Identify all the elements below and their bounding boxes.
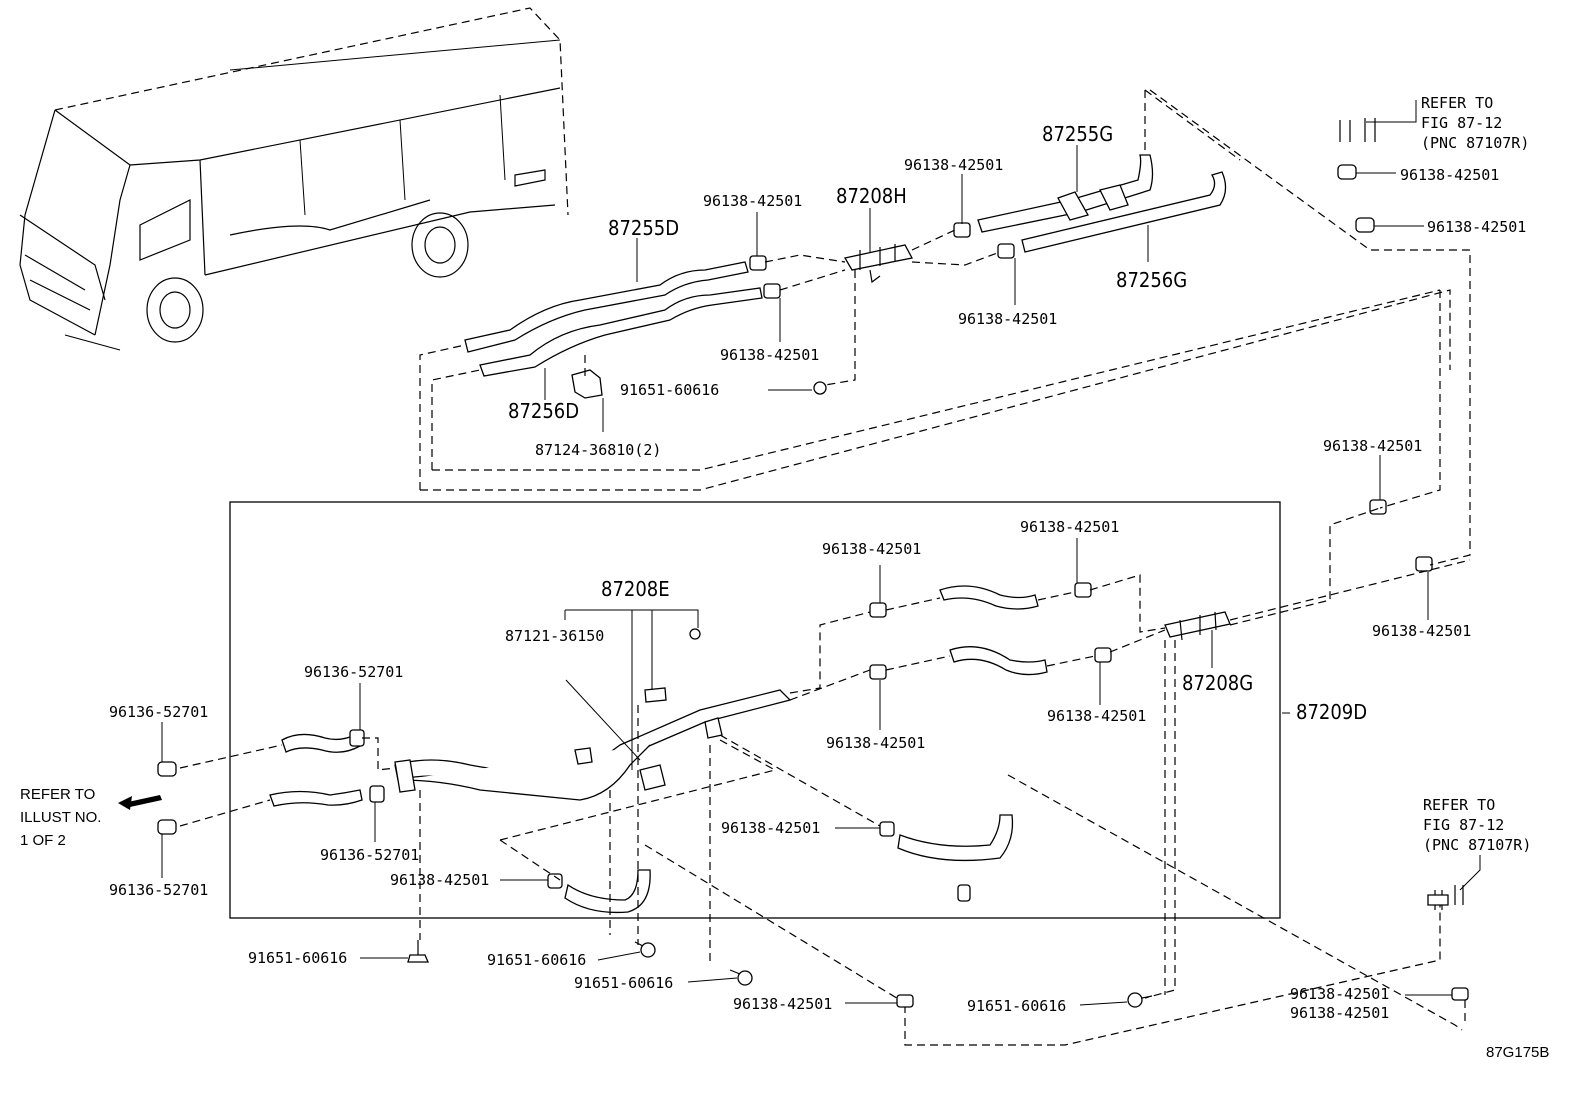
upper-pipes [464,154,1227,399]
label-clamp: 96138-42501 [1400,166,1499,184]
label-clamp: 96138-42501 [958,310,1057,328]
refer-line: REFER TO [1423,796,1495,814]
refer-line: REFER TO [1421,94,1493,112]
lower-dashed-routing [179,507,1471,1046]
label-clamp: 96138-42501 [703,192,802,210]
label-clamp: 96138-42501 [390,871,489,889]
label-hose-clamp: 96136-52701 [109,881,208,899]
upper-dashed-routing [419,89,1471,566]
label-87208G: 87208G [1182,671,1253,695]
label-87209D: 87209D [1296,700,1367,724]
label-87121-36150: 87121-36150 [505,627,604,645]
label-bolt: 91651-60616 [967,997,1066,1015]
reference-note-left: REFER TO ILLUST NO. 1 OF 2 [20,786,101,849]
label-87208H: 87208H [836,184,907,208]
label-clamp: 96138-42501 [720,346,819,364]
label-hose-clamp: 96136-52701 [109,703,208,721]
callout-labels: 87255D 87256D 87124-36810(2) 87208H 8725… [109,122,1526,1022]
box-pipes [269,585,1231,914]
refer-line: (PNC 87107R) [1421,134,1529,152]
refer-line: FIG 87-12 [1423,816,1504,834]
label-clamp: 96138-42501 [1020,518,1119,536]
label-bolt: 91651-60616 [487,951,586,969]
reference-note-bottom: REFER TO FIG 87-12 (PNC 87107R) [1423,796,1531,854]
label-clamp: 96138-42501 [826,734,925,752]
label-clamp: 96138-42501 [1290,1004,1389,1022]
refer-line: ILLUST NO. [20,809,101,826]
label-hose-clamp: 96136-52701 [320,846,419,864]
diagram-code: 87G175B [1486,1044,1549,1061]
reference-note-top: REFER TO FIG 87-12 (PNC 87107R) [1421,94,1529,152]
label-87255D: 87255D [608,216,679,240]
label-clamp: 96138-42501 [904,156,1003,174]
label-clamp: 96138-42501 [1047,707,1146,725]
label-clamp: 96138-42501 [733,995,832,1013]
label-87124-36810: 87124-36810(2) [535,441,661,459]
label-clamp: 96138-42501 [721,819,820,837]
assembly-box [229,501,1281,919]
label-clamp: 96138-42501 [1427,218,1526,236]
refer-line: REFER TO [20,786,95,803]
label-87256G: 87256G [1116,268,1187,292]
leader-lines [161,100,1481,1006]
label-87256D: 87256D [508,399,579,423]
label-87255G: 87255G [1042,122,1113,146]
label-87208E: 87208E [601,577,670,601]
bolts [407,885,1469,1008]
label-bolt: 91651-60616 [574,974,673,992]
label-clamp: 96138-42501 [822,540,921,558]
refer-line: (PNC 87107R) [1423,836,1531,854]
box-clamps [157,582,1112,889]
refer-line: FIG 87-12 [1421,114,1502,132]
label-clamp: 96138-42501 [1323,437,1422,455]
label-hose-clamp: 96136-52701 [304,663,403,681]
bus-illustration [19,7,569,351]
label-clamp: 96138-42501 [1372,622,1471,640]
label-bolt: 91651-60616 [248,949,347,967]
label-clamp: 96138-42501 [1290,985,1389,1003]
label-bolt: 91651-60616 [620,381,719,399]
refer-line: 1 OF 2 [20,832,66,849]
arrow-left-icon [122,795,162,807]
